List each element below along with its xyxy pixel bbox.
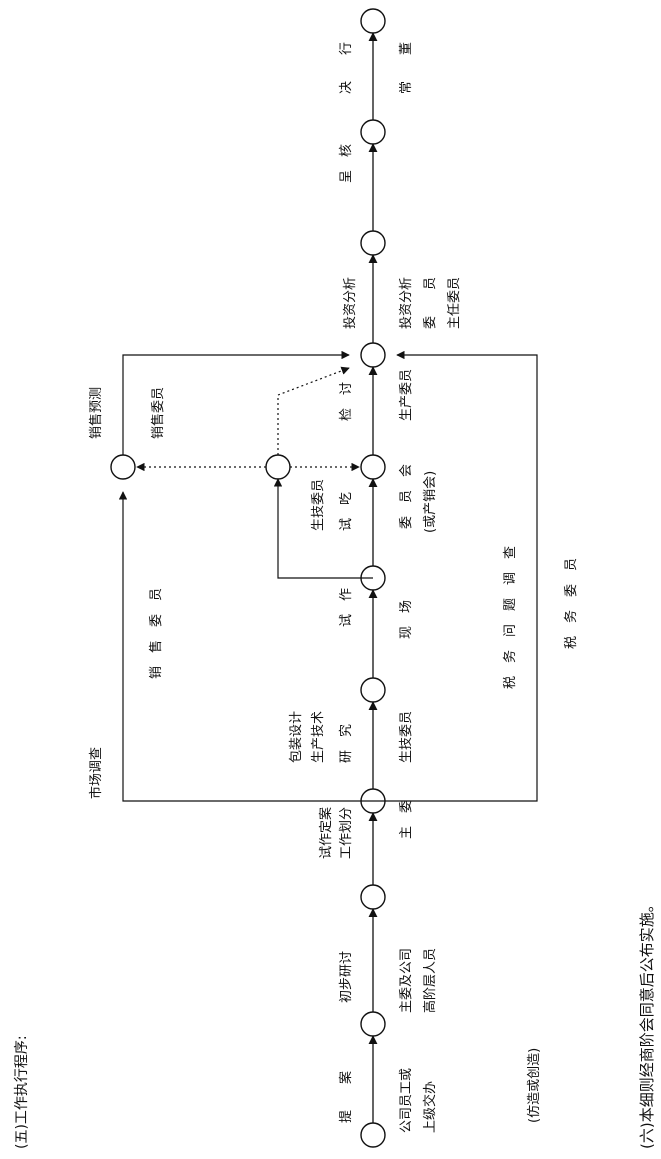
step-research-1: 包装设计 [289,711,304,763]
step-trial-plan-1: 试作定案 [319,807,334,859]
role-trial-plan: 主 委 [399,800,414,839]
node-proposal [360,1011,386,1037]
node-end [360,8,386,34]
node-sales-forecast [110,454,136,480]
step-approval: 呈 核 [339,144,354,183]
role-investment-1: 投资分析 [398,277,414,329]
note-sales-forecast: 销售预测 [88,387,104,439]
note-market-survey: 市场调查 [88,747,104,799]
node-start [360,1122,386,1148]
node-tasting [265,454,291,480]
role-investment-3: 主任委员 [447,277,462,329]
step-decision: 决 行 [339,42,354,94]
step-review: 检 讨 [339,382,354,421]
role-research: 生技委员 [399,711,414,763]
role-preliminary-1: 主委及公司 [399,948,414,1013]
step-preliminary: 初步研讨 [339,951,354,1003]
node-review [360,454,386,480]
section-five-heading: (五)工作执行程序: [14,1035,30,1149]
role-tasting-2: (或产销会) [423,471,438,533]
role-preliminary-2: 高阶层人员 [422,948,438,1013]
role-trial: 现 场 [399,600,414,639]
process-nodes [110,8,386,1148]
role-proposal-2: 上级交办 [422,1081,438,1133]
branch-lines [118,350,538,802]
node-decision [360,119,386,145]
node-preliminary [360,884,386,910]
role-tasting-1: 委 员 会 [399,464,414,529]
step-tasting-2: 试 吃 [338,492,354,531]
step-research-2: 生产技术 [311,711,326,763]
note-sales-committee: 销 售 委 员 [148,588,164,679]
step-proposal: 提 案 [338,1071,354,1123]
role-decision: 常 董 [399,42,414,94]
step-trial: 试 作 [339,588,354,627]
node-research [360,677,386,703]
step-investment: 投资分析 [342,277,358,329]
note-tax-member: 税 务 委 员 [563,558,579,649]
step-tasting-1: 生技委员 [311,479,326,531]
node-approval [360,230,386,256]
section-six-heading: (六)本细则经商阶会同意后公布实施。 [638,897,656,1149]
node-investment [360,342,386,368]
note-imitate: (仿造或创造) [527,1048,542,1123]
role-proposal-1: 公司员工或 [399,1068,414,1133]
note-tax-survey: 税 务 问 题 调 查 [502,546,518,689]
note-sales-member: 销售委员 [150,387,166,439]
step-trial-plan-2: 工作划分 [339,807,354,859]
role-review: 生产委员 [399,369,414,421]
step-research-3: 研 究 [339,724,354,763]
role-investment-2: 委 员 [423,277,438,329]
